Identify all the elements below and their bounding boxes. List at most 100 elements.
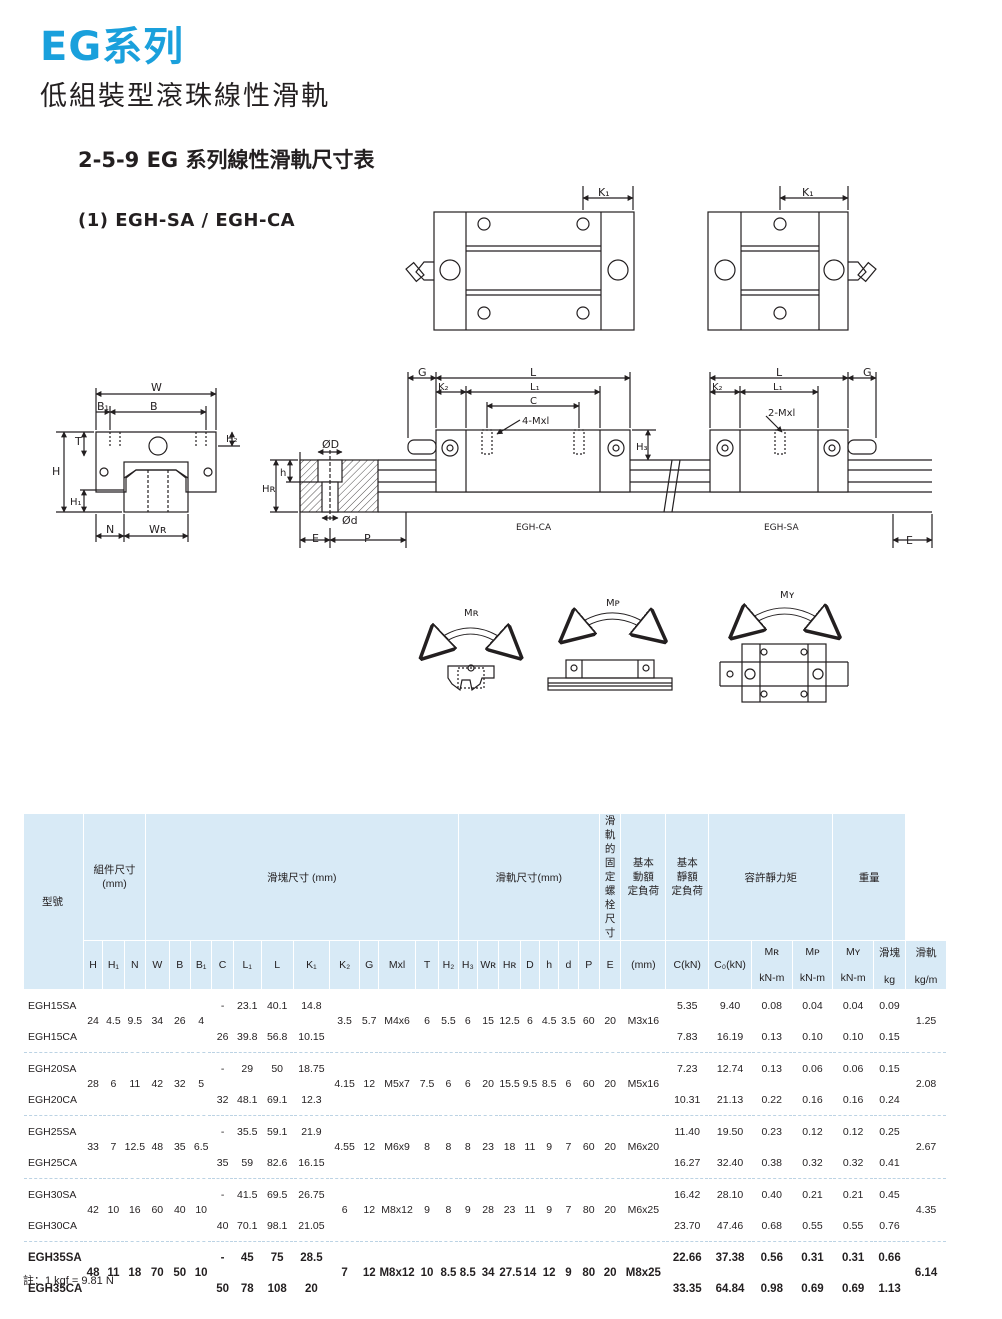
cell-n: 16 xyxy=(123,1178,147,1242)
cell-l1: 78 xyxy=(232,1273,262,1304)
cell-k2: 6 xyxy=(329,1178,361,1242)
cell-h1: 6 xyxy=(102,1052,125,1116)
cell-h: 9 xyxy=(538,1115,560,1179)
cell-bolt: M8x25 xyxy=(620,1241,667,1304)
cell-mr: 0.13 xyxy=(750,1052,793,1084)
th-col-11: G xyxy=(359,940,380,990)
cell-my: 0.31 xyxy=(832,1241,874,1273)
cell-b1: 10 xyxy=(189,1241,213,1304)
label-p: P xyxy=(364,532,371,545)
label-w: W xyxy=(151,381,162,394)
cell-b1: 4 xyxy=(189,989,213,1053)
cell-cd: 23.70 xyxy=(665,1210,710,1242)
series-subtitle: 低組裝型滾珠線性滑軌 xyxy=(40,81,330,112)
cell-wr: 28 xyxy=(476,1178,500,1242)
cell-c: 32 xyxy=(211,1084,234,1116)
cell-l: 98.1 xyxy=(260,1210,294,1242)
cell-e: 20 xyxy=(598,1052,622,1116)
cell-h2: 6 xyxy=(438,1052,459,1116)
cell-g: 12 xyxy=(359,1241,380,1304)
cell-cd: 7.23 xyxy=(665,1052,710,1084)
cell-rail-weight: 4.35 xyxy=(905,1178,947,1242)
cell-my: 0.21 xyxy=(832,1178,874,1210)
cell-l1: 23.1 xyxy=(232,989,262,1021)
label-h1: H₁ xyxy=(70,497,82,508)
cell-l: 69.5 xyxy=(260,1178,294,1210)
cell-h: 12 xyxy=(538,1241,560,1304)
cell-d: 6 xyxy=(519,989,541,1053)
cell-my: 0.55 xyxy=(832,1210,874,1242)
cell-l1: 70.1 xyxy=(232,1210,262,1242)
cell-w: 34 xyxy=(145,989,170,1053)
cell-l1: 45 xyxy=(232,1241,262,1273)
top-view-ca xyxy=(405,186,635,331)
cell-g: 5.7 xyxy=(359,989,380,1053)
cell-c: 40 xyxy=(211,1210,234,1242)
th-weight-0: 滑塊 kg xyxy=(872,940,907,990)
th-col-6: C xyxy=(211,940,234,990)
cell-k1: 16.15 xyxy=(292,1147,331,1179)
cell-c0: 64.84 xyxy=(708,1273,752,1304)
cell-mp: 0.55 xyxy=(791,1210,834,1242)
cell-e: 20 xyxy=(598,1241,622,1304)
cell-p: 80 xyxy=(577,1178,600,1242)
cell-rail-weight: 6.14 xyxy=(905,1241,947,1304)
weight-unit: kg/m xyxy=(914,973,938,986)
cell-d: 11 xyxy=(519,1115,541,1179)
cell-cd: 11.40 xyxy=(665,1115,710,1147)
cell-mr: 0.98 xyxy=(750,1273,793,1304)
cell-wr: 20 xyxy=(476,1052,500,1116)
cell-b: 32 xyxy=(168,1052,191,1116)
cell-h: 9 xyxy=(538,1178,560,1242)
section-title: 2-5-9 EG 系列線性滑軌尺寸表 xyxy=(78,148,375,172)
th-col-12: Mxl xyxy=(378,940,416,990)
cell-l: 75 xyxy=(260,1241,294,1273)
cell-h3: 8 xyxy=(457,1115,478,1179)
cell-b1: 6.5 xyxy=(189,1115,213,1179)
cell-t: 9 xyxy=(414,1178,440,1242)
th-col-9: K₁ xyxy=(292,940,331,990)
cell-wr: 23 xyxy=(476,1115,500,1179)
label-l1-sa: L₁ xyxy=(773,382,783,393)
cell-block_w: 0.24 xyxy=(872,1084,907,1116)
cell-mp: 0.04 xyxy=(791,989,834,1021)
weight-unit: kg xyxy=(883,973,896,986)
cell-h2: 8.5 xyxy=(438,1241,459,1304)
cell-p: 60 xyxy=(577,1052,600,1116)
cell-g: 12 xyxy=(359,1115,380,1179)
cell-p: 60 xyxy=(577,1115,600,1179)
cell-hr: 12.5 xyxy=(498,989,521,1053)
cell-bolt: M3x16 xyxy=(620,989,667,1053)
label-mp: Mᴘ xyxy=(606,598,620,609)
cell-wr: 34 xyxy=(476,1241,500,1304)
cell-h3: 6 xyxy=(457,989,478,1053)
cell-cd: 5.35 xyxy=(665,989,710,1021)
cell-b: 50 xyxy=(168,1241,191,1304)
cell-k1: 28.5 xyxy=(292,1241,331,1273)
label-wr: Wʀ xyxy=(149,523,167,536)
cell-l: 59.1 xyxy=(260,1115,294,1147)
label-name-sa: EGH-SA xyxy=(764,523,800,533)
moment-symbol: Mᴘ xyxy=(805,946,820,958)
cell-mxl: M8x12 xyxy=(378,1178,416,1242)
label-e-left: E xyxy=(312,532,319,545)
cell-mr: 0.13 xyxy=(750,1021,793,1053)
cell-model: EGH35SA xyxy=(23,1241,84,1273)
label-h-small: h xyxy=(280,468,286,479)
th-assembly: 組件尺寸 (mm) xyxy=(82,813,147,941)
th-col-21: P xyxy=(577,940,600,990)
cell-my: 0.32 xyxy=(832,1147,874,1179)
moment-mp-diagram xyxy=(547,616,673,691)
cell-h: 8.5 xyxy=(538,1052,560,1116)
cell-l: 40.1 xyxy=(260,989,294,1021)
cell-k1: 10.15 xyxy=(292,1021,331,1053)
weight-label: 滑塊 xyxy=(879,946,901,959)
cell-l1: 39.8 xyxy=(232,1021,262,1053)
label-e-right: E xyxy=(906,534,913,547)
th-col-19: h xyxy=(538,940,560,990)
cell-b1: 5 xyxy=(189,1052,213,1116)
